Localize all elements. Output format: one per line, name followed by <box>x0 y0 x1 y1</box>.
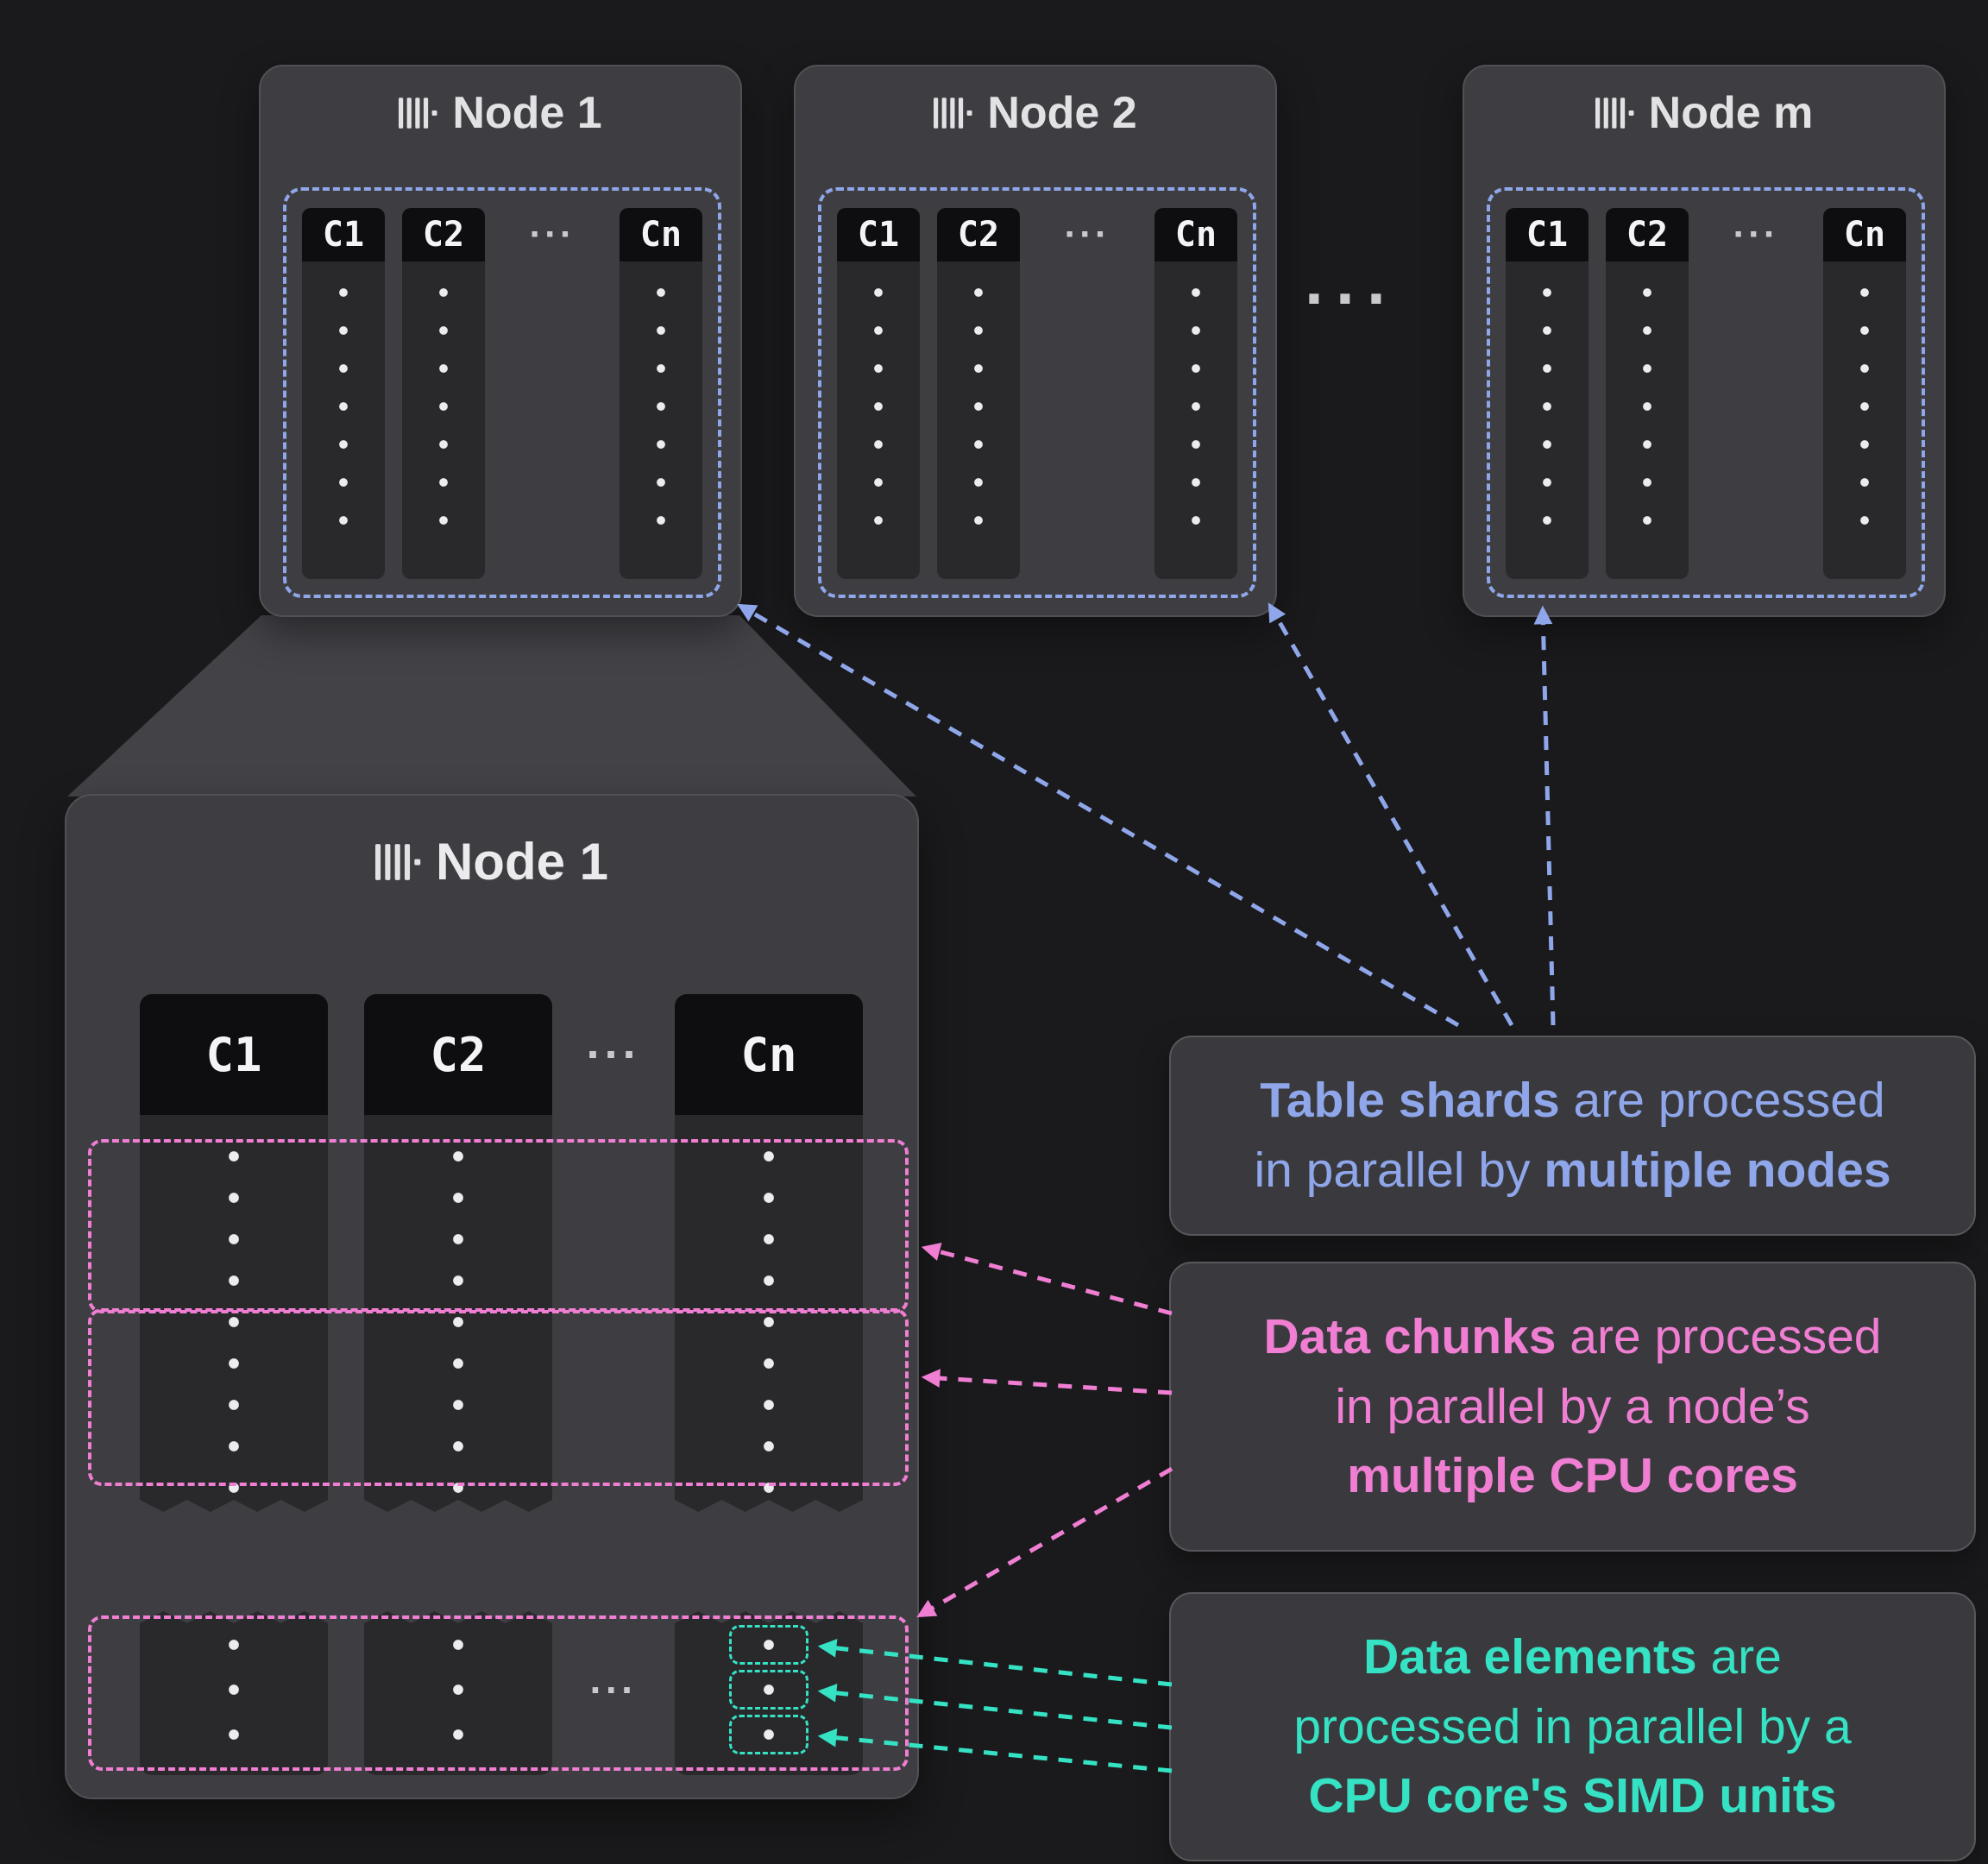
column-header: Cn <box>1154 208 1237 261</box>
column-body <box>402 261 485 579</box>
zoomed-node-card: Node 1 C1 C2 ··· ··· Cn <box>65 794 919 1799</box>
column-body <box>302 261 385 579</box>
data-dots <box>364 1622 552 1757</box>
column-chunk-strip-lower <box>140 1611 328 1775</box>
columns-logo-icon <box>374 843 421 880</box>
zoom-column-c2: C2 <box>364 994 552 1775</box>
data-element-outline-3 <box>729 1715 808 1754</box>
node-title-label: Node m <box>1648 88 1814 138</box>
column-chunk-strip-lower <box>364 1611 552 1775</box>
column-chunk-strip-upper <box>140 1115 328 1512</box>
columns-ellipsis: ··· <box>1064 213 1110 255</box>
columns-ellipsis: ··· <box>529 213 576 255</box>
columns-row: C1 C2 ··· Cn <box>286 191 718 596</box>
column-cn: Cn <box>620 208 702 579</box>
data-dots <box>1606 274 1689 539</box>
node-2-title: Node 2 <box>796 87 1275 139</box>
column-c2: C2 <box>402 208 485 579</box>
column-header: Cn <box>675 994 863 1115</box>
data-dots <box>1506 274 1589 539</box>
table-shard-outline-2: C1 C2 ··· Cn <box>818 187 1256 598</box>
zoomed-node-title: Node 1 <box>66 832 917 891</box>
arrow-shards-to-node-m <box>1533 605 1556 1026</box>
column-header: C2 <box>364 994 552 1115</box>
columns-ellipsis: ··· <box>586 1029 641 1080</box>
node-title-label: Node 1 <box>435 833 609 891</box>
column-header: C2 <box>402 208 485 261</box>
column-body <box>1154 261 1237 579</box>
column-body <box>620 261 702 579</box>
columns-ellipsis-bottom: ··· <box>589 1667 638 1712</box>
data-dots <box>140 1622 328 1757</box>
arrow-shards-to-node-2 <box>1268 602 1514 1027</box>
arrow-chunks-to-chunk-3 <box>916 1466 1173 1618</box>
columns-ellipsis: ··· <box>1733 213 1779 255</box>
node-card-m: Node m C1 C2 ··· Cn <box>1463 65 1946 617</box>
column-chunk-strip-upper <box>675 1115 863 1512</box>
column-header: C1 <box>302 208 385 261</box>
node-1-title: Node 1 <box>261 87 740 139</box>
column-header: C2 <box>937 208 1020 261</box>
data-chunk-outline-1 <box>88 1139 909 1313</box>
column-header: Cn <box>1823 208 1906 261</box>
nodes-gap-ellipsis: ··· <box>1305 260 1398 336</box>
arrow-chunks-to-chunk-1 <box>921 1242 1173 1316</box>
node-title-label: Node 2 <box>987 88 1137 138</box>
column-header: C2 <box>1606 208 1689 261</box>
data-dots <box>1154 274 1237 539</box>
data-element-outline-2 <box>729 1670 808 1710</box>
data-dots <box>1823 274 1906 539</box>
zoom-cone <box>67 615 916 797</box>
column-c2: C2 <box>1606 208 1689 579</box>
node-m-title: Node m <box>1464 87 1944 139</box>
data-dots <box>937 274 1020 539</box>
table-shard-outline-m: C1 C2 ··· Cn <box>1487 187 1925 598</box>
columns-logo-icon <box>1595 98 1634 129</box>
data-dots <box>675 1136 863 1508</box>
column-header: C1 <box>1506 208 1589 261</box>
column-chunk-strip-upper <box>364 1115 552 1512</box>
column-cn: Cn <box>1154 208 1237 579</box>
column-c2: C2 <box>937 208 1020 579</box>
columns-row: C1 C2 ··· Cn <box>821 191 1253 596</box>
node-title-label: Node 1 <box>452 88 602 138</box>
column-c1: C1 <box>302 208 385 579</box>
column-body <box>1606 261 1689 579</box>
zoom-column-c1: C1 <box>140 994 328 1775</box>
column-body <box>937 261 1020 579</box>
arrow-chunks-to-chunk-2 <box>921 1369 1173 1395</box>
columns-logo-icon <box>934 98 972 129</box>
data-dots <box>620 274 702 539</box>
data-dots <box>140 1136 328 1508</box>
node-card-1: Node 1 C1 C2 ··· Cn <box>259 65 742 617</box>
data-dots <box>402 274 485 539</box>
data-element-outline-1 <box>729 1625 808 1665</box>
column-header: C1 <box>140 994 328 1115</box>
column-c1: C1 <box>1506 208 1589 579</box>
zoom-column-cn: Cn <box>675 994 863 1775</box>
column-header: C1 <box>837 208 920 261</box>
node-card-2: Node 2 C1 C2 ··· Cn <box>794 65 1277 617</box>
column-c1: C1 <box>837 208 920 579</box>
data-chunk-outline-2 <box>88 1308 909 1486</box>
columns-logo-icon <box>399 98 437 129</box>
column-body <box>1506 261 1589 579</box>
table-shard-outline-1: C1 C2 ··· Cn <box>283 187 721 598</box>
data-dots <box>302 274 385 539</box>
column-cn: Cn <box>1823 208 1906 579</box>
column-body <box>1823 261 1906 579</box>
column-body <box>837 261 920 579</box>
column-header: Cn <box>620 208 702 261</box>
columns-row: C1 C2 ··· Cn <box>1490 191 1922 596</box>
data-dots <box>837 274 920 539</box>
data-dots <box>364 1136 552 1508</box>
